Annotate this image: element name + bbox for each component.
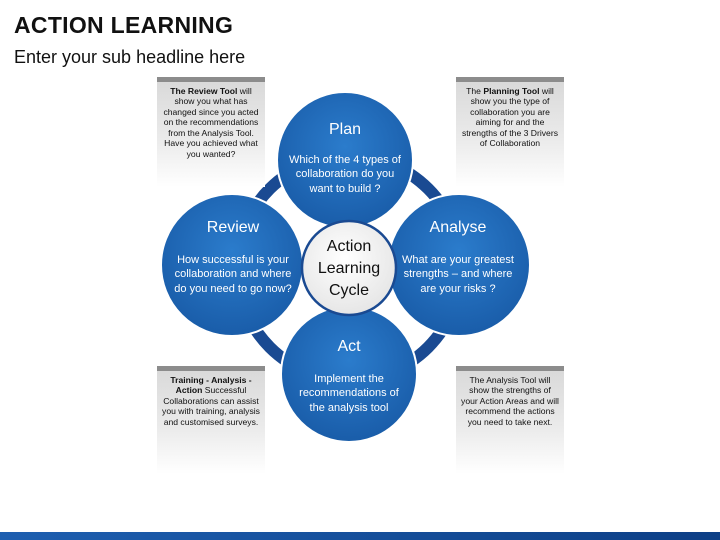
note-bottom-left: Training - Analysis - Action Successful … <box>157 366 265 474</box>
act-body: Implement the recommendations of the ana… <box>299 373 399 414</box>
act-circle: Act Implement the recommendations of the… <box>294 338 404 415</box>
center-label: Action Learning Cycle <box>304 236 394 302</box>
bottom-accent-bar <box>0 532 720 540</box>
note-bottom-right-text: The Analysis Tool will show the strength… <box>461 375 559 427</box>
center-line-1: Action <box>326 238 372 255</box>
note-bottom-right: The Analysis Tool will show the strength… <box>456 366 564 474</box>
review-body: How successful is your collaboration and… <box>174 254 292 295</box>
page-subtitle: Enter your sub headline here <box>14 47 246 67</box>
note-top-left-bar <box>157 77 265 82</box>
note-top-left-text: The Review Tool will show you what has c… <box>163 86 259 159</box>
note-bottom-right-bar <box>456 366 564 371</box>
note-top-right: The Planning Tool will show you the type… <box>456 77 564 187</box>
analyse-circle: Analyse What are your greatest strengths… <box>402 219 514 296</box>
center-line-2: Learning <box>317 260 381 278</box>
center-line-3: Cycle <box>328 282 369 300</box>
center-circle-shape <box>300 219 398 317</box>
plan-body: Which of the 4 types of collaboration do… <box>289 154 401 195</box>
page-title: ACTION LEARNING <box>14 12 234 38</box>
review-title: Review <box>206 219 260 236</box>
plan-title: Plan <box>328 121 362 138</box>
plan-circle: Plan Which of the 4 types of collaborati… <box>285 121 405 196</box>
act-title: Act <box>337 338 361 355</box>
note-bottom-left-text: Training - Analysis - Action Successful … <box>162 375 260 427</box>
analyse-title: Analyse <box>429 219 487 236</box>
review-circle: Review How successful is your collaborat… <box>170 219 296 296</box>
note-bottom-left-bar <box>157 366 265 371</box>
analyse-body: What are your greatest strengths – and w… <box>402 254 514 295</box>
note-top-right-text: The Planning Tool will show you the type… <box>461 86 558 149</box>
note-top-left: The Review Tool will show you what has c… <box>157 77 265 187</box>
note-top-right-bar <box>456 77 564 82</box>
